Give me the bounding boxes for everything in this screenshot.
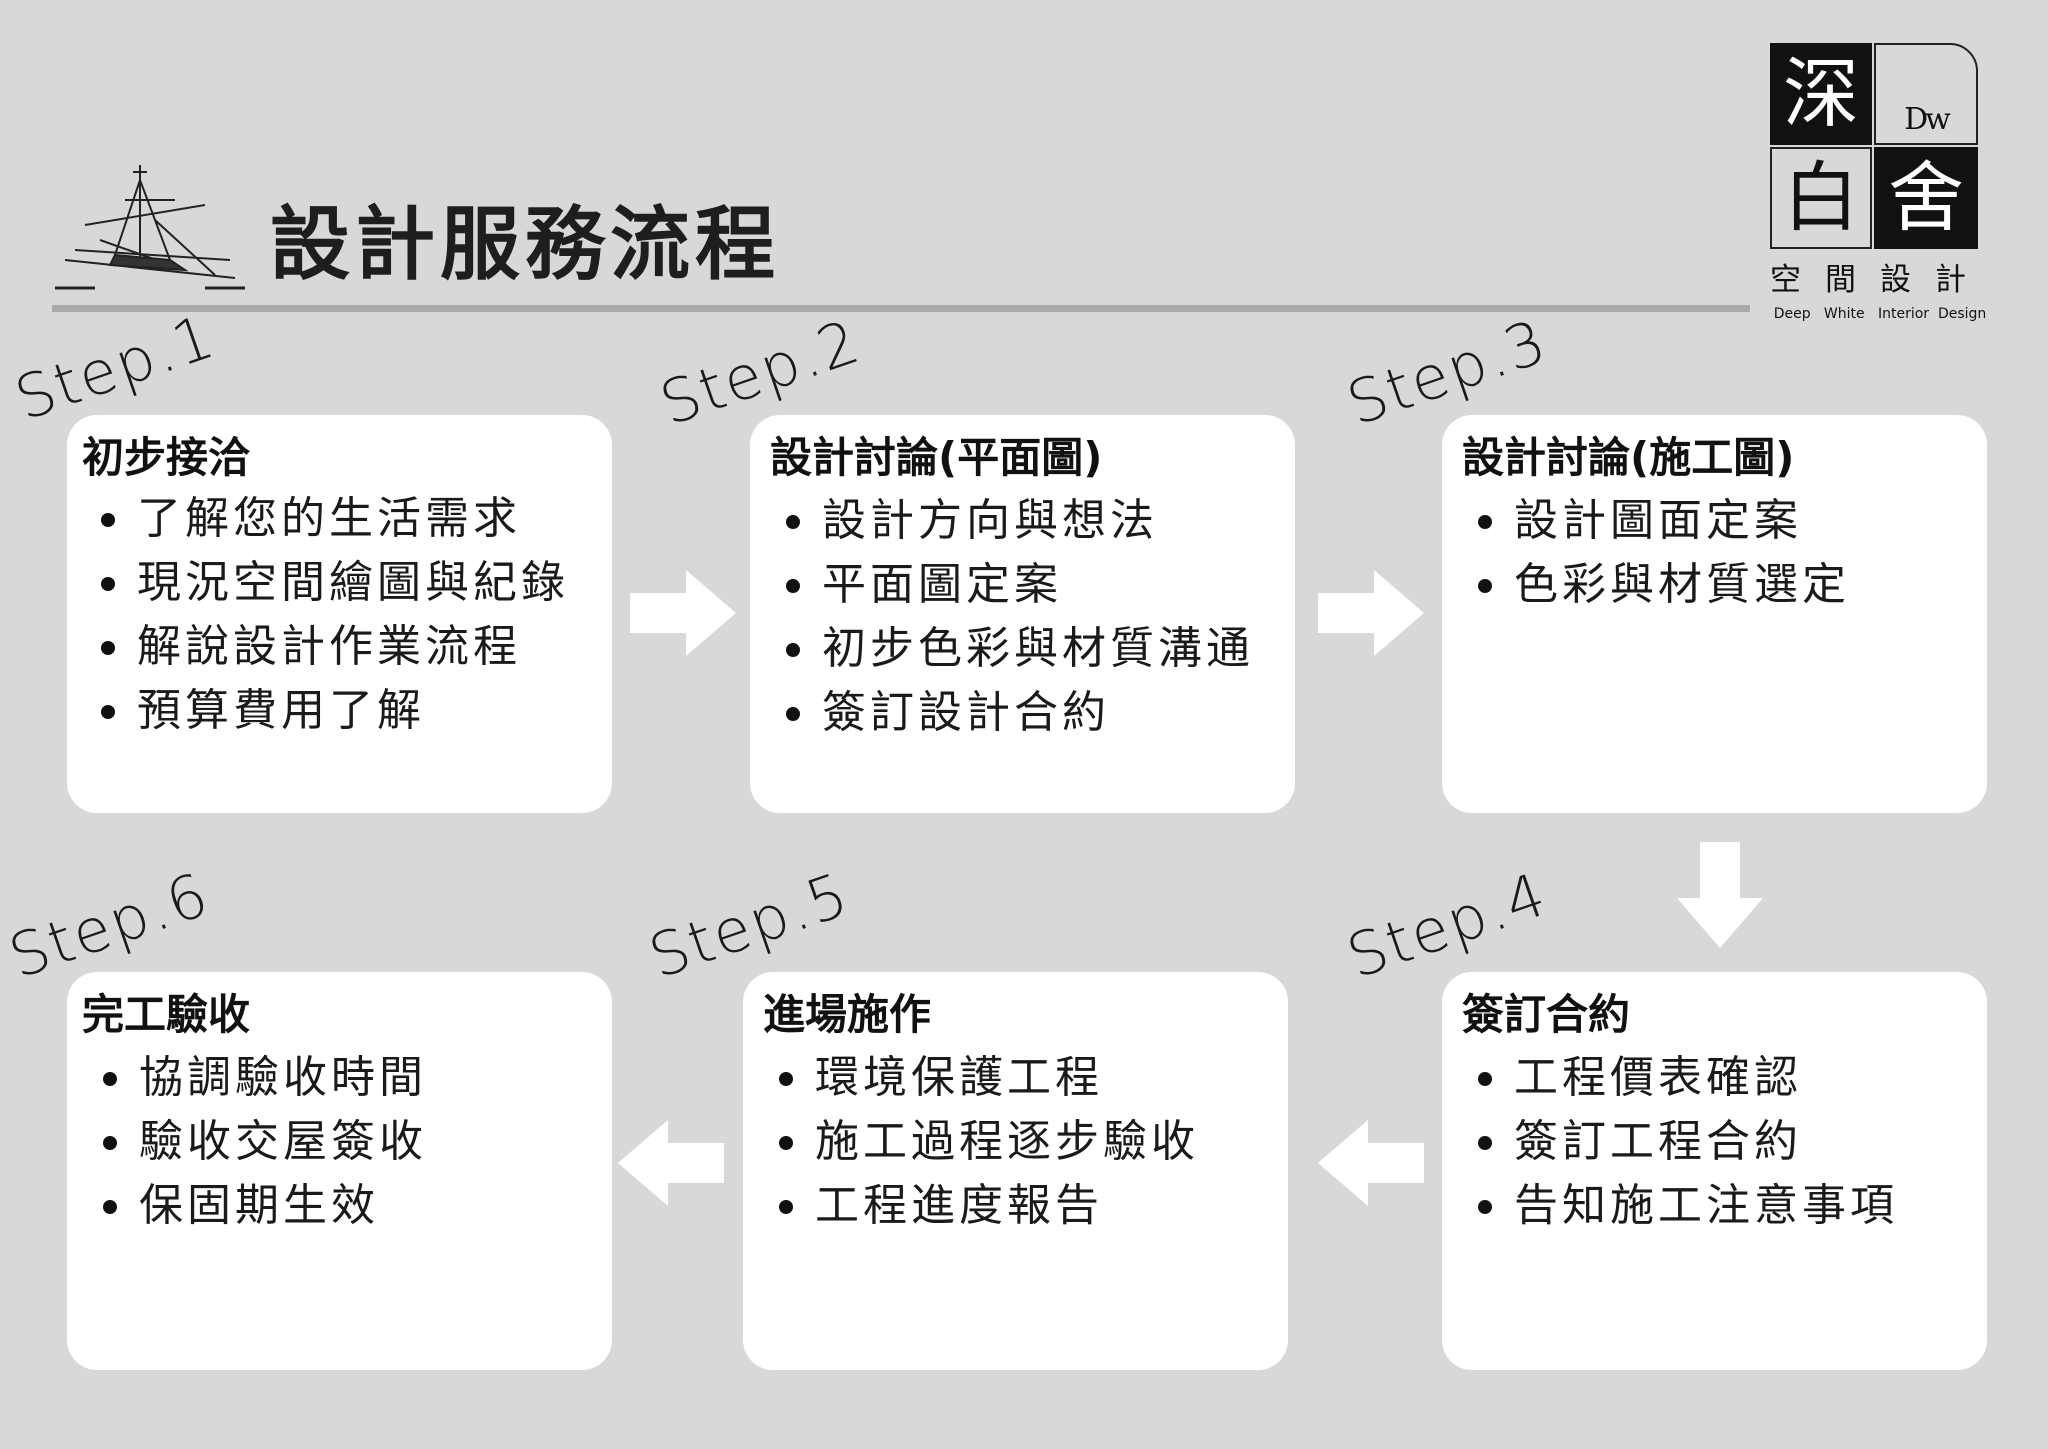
step-5-list: 環境保護工程 施工過程逐步驗收 工程進度報告 bbox=[779, 1046, 1199, 1238]
step-1-label: Step.1 bbox=[6, 301, 225, 435]
list-item: 設計圖面定案 bbox=[1478, 489, 1850, 553]
step-3-list: 設計圖面定案 色彩與材質選定 bbox=[1478, 489, 1850, 617]
arrow-down-icon bbox=[1677, 842, 1763, 948]
list-item: 簽訂設計合約 bbox=[786, 681, 1254, 745]
company-logo: 深 Dw 白 舍 空間設計 Deep White Interior Design bbox=[1770, 43, 1990, 333]
step-5-title: 進場施作 bbox=[763, 990, 932, 1039]
list-item: 協調驗收時間 bbox=[103, 1046, 427, 1110]
title-divider bbox=[52, 305, 1750, 312]
list-item: 初步色彩與材質溝通 bbox=[786, 617, 1254, 681]
page-title: 設計服務流程 bbox=[270, 198, 780, 291]
step-4-title: 簽訂合約 bbox=[1462, 990, 1631, 1039]
step-1-title: 初步接洽 bbox=[82, 433, 251, 482]
step-1-card: 初步接洽 了解您的生活需求 現況空間繪圖與紀錄 解說設計作業流程 預算費用了解 bbox=[67, 415, 612, 813]
step-6-label: Step.6 bbox=[0, 859, 219, 993]
arrow-left-icon bbox=[618, 1120, 724, 1206]
list-item: 驗收交屋簽收 bbox=[103, 1110, 427, 1174]
list-item: 工程進度報告 bbox=[779, 1174, 1199, 1238]
step-6-title: 完工驗收 bbox=[82, 990, 251, 1039]
arrow-right-icon bbox=[630, 570, 736, 656]
logo-english: Deep White Interior Design bbox=[1773, 306, 1987, 322]
step-5-label: Step.5 bbox=[640, 859, 859, 993]
step-5-card: 進場施作 環境保護工程 施工過程逐步驗收 工程進度報告 bbox=[743, 972, 1288, 1370]
list-item: 保固期生效 bbox=[103, 1174, 427, 1238]
list-item: 簽訂工程合約 bbox=[1478, 1110, 1898, 1174]
step-4-card: 簽訂合約 工程價表確認 簽訂工程合約 告知施工注意事項 bbox=[1442, 972, 1987, 1370]
logo-char-3: 舍 bbox=[1874, 147, 1978, 249]
list-item: 環境保護工程 bbox=[779, 1046, 1199, 1110]
step-3-card: 設計討論(施工圖) 設計圖面定案 色彩與材質選定 bbox=[1442, 415, 1987, 813]
list-item: 施工過程逐步驗收 bbox=[779, 1110, 1199, 1174]
list-item: 工程價表確認 bbox=[1478, 1046, 1898, 1110]
arrow-left-icon bbox=[1318, 1120, 1424, 1206]
step-3-title: 設計討論(施工圖) bbox=[1462, 433, 1795, 482]
list-item: 預算費用了解 bbox=[101, 679, 569, 743]
list-item: 設計方向與想法 bbox=[786, 489, 1254, 553]
step-1-list: 了解您的生活需求 現況空間繪圖與紀錄 解說設計作業流程 預算費用了解 bbox=[101, 487, 569, 743]
step-4-list: 工程價表確認 簽訂工程合約 告知施工注意事項 bbox=[1478, 1046, 1898, 1238]
logo-char-2: 白 bbox=[1770, 147, 1872, 249]
list-item: 現況空間繪圖與紀錄 bbox=[101, 551, 569, 615]
step-2-card: 設計討論(平面圖) 設計方向與想法 平面圖定案 初步色彩與材質溝通 簽訂設計合約 bbox=[750, 415, 1295, 813]
list-item: 告知施工注意事項 bbox=[1478, 1174, 1898, 1238]
step-2-title: 設計討論(平面圖) bbox=[770, 433, 1103, 482]
logo-char-1: 深 bbox=[1770, 43, 1872, 145]
list-item: 色彩與材質選定 bbox=[1478, 553, 1850, 617]
crane-sketch-icon bbox=[55, 165, 245, 290]
logo-monogram: Dw bbox=[1904, 102, 1951, 137]
list-item: 解說設計作業流程 bbox=[101, 615, 569, 679]
logo-subtitle: 空間設計 bbox=[1770, 262, 1990, 298]
step-2-list: 設計方向與想法 平面圖定案 初步色彩與材質溝通 簽訂設計合約 bbox=[786, 489, 1254, 745]
step-6-card: 完工驗收 協調驗收時間 驗收交屋簽收 保固期生效 bbox=[67, 972, 612, 1370]
step-6-list: 協調驗收時間 驗收交屋簽收 保固期生效 bbox=[103, 1046, 427, 1238]
arrow-right-icon bbox=[1318, 570, 1424, 656]
logo-monogram-cell: Dw bbox=[1874, 43, 1978, 145]
step-4-label: Step.4 bbox=[1338, 859, 1557, 993]
list-item: 平面圖定案 bbox=[786, 553, 1254, 617]
list-item: 了解您的生活需求 bbox=[101, 487, 569, 551]
